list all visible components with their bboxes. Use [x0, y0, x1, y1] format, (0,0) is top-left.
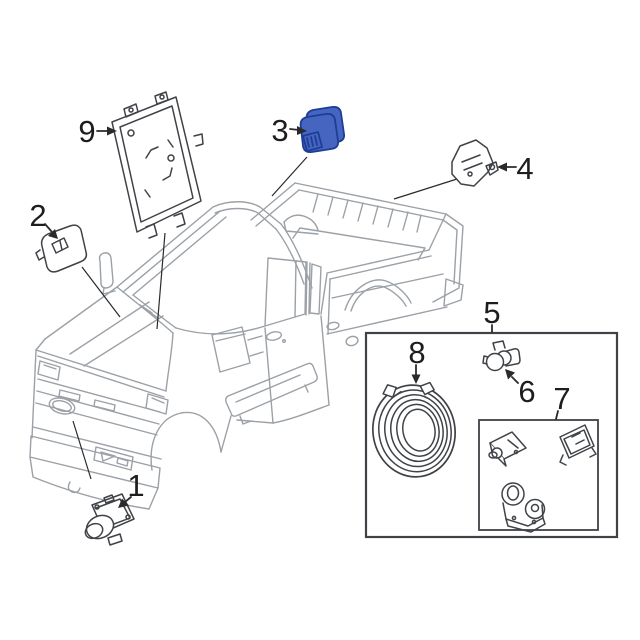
callout-7[interactable]: 7	[553, 381, 570, 416]
part-7-bracket-kit[interactable]	[488, 424, 597, 533]
part-8-wiring-coil[interactable]	[365, 375, 462, 484]
callout-3[interactable]: 3	[271, 113, 288, 148]
callout-4[interactable]: 4	[516, 151, 533, 186]
callout-arrows	[44, 126, 559, 508]
part-3-highlighted-module[interactable]	[299, 105, 346, 154]
callout-labels: 1 2 3 4 5 6 7 8 9	[29, 113, 570, 503]
callout-5[interactable]: 5	[483, 295, 500, 330]
leader-lines	[72, 156, 458, 480]
part-drawings	[35, 91, 597, 546]
callout-1[interactable]: 1	[127, 468, 144, 503]
callout-2[interactable]: 2	[29, 198, 46, 233]
part-9-control-unit[interactable]	[111, 91, 204, 239]
part-6-parking-sensor[interactable]	[482, 340, 521, 372]
part-4-module[interactable]	[451, 139, 499, 187]
callout-6[interactable]: 6	[518, 374, 535, 409]
callout-8[interactable]: 8	[408, 335, 425, 370]
truck-illustration	[29, 182, 464, 510]
callout-9[interactable]: 9	[78, 114, 95, 149]
